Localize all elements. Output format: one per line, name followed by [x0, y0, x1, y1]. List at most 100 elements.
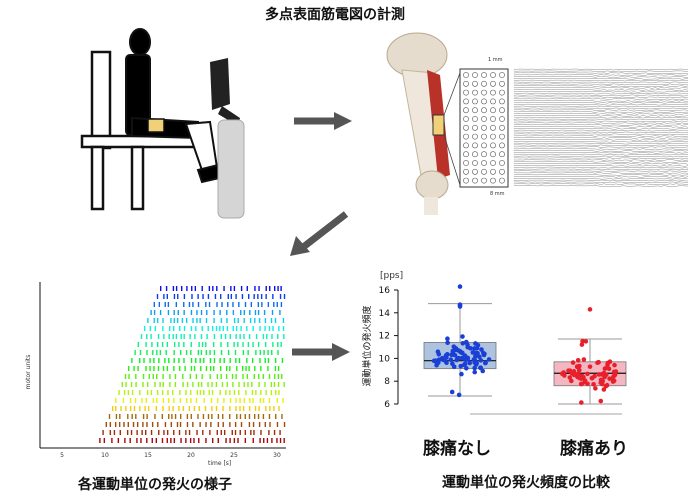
spike-mark — [222, 414, 224, 419]
spike-mark — [147, 318, 149, 323]
spike-mark — [207, 294, 210, 299]
electrode-dot — [463, 98, 469, 105]
electrode-dot — [472, 107, 478, 114]
spike-mark — [264, 382, 266, 387]
spike-mark — [222, 422, 224, 427]
spike-mark — [204, 406, 207, 411]
spike-mark — [260, 366, 262, 371]
spike-mark — [200, 366, 202, 371]
emg-trace — [513, 70, 689, 73]
electrode-dot — [472, 151, 478, 158]
electrode-dot — [499, 89, 505, 96]
spike-mark — [254, 318, 256, 323]
spike-mark — [185, 430, 187, 435]
spike-mark — [180, 334, 182, 339]
emg-trace — [513, 105, 689, 108]
spike-mark — [181, 318, 184, 323]
spike-mark — [216, 430, 218, 435]
emg-trace — [513, 122, 689, 124]
spike-mark — [133, 406, 136, 411]
spike-mark — [163, 334, 165, 339]
emg-trace — [513, 109, 689, 112]
spike-mark — [216, 374, 219, 379]
boxplot-data-point — [456, 392, 462, 398]
spike-mark — [260, 390, 262, 395]
spike-mark — [239, 398, 241, 403]
spike-mark — [163, 430, 165, 435]
spike-mark — [226, 310, 228, 315]
spike-mark — [149, 366, 151, 371]
emg-trace — [513, 87, 689, 89]
spike-mark — [167, 398, 170, 403]
spike-mark — [168, 406, 170, 411]
spike-mark — [124, 374, 127, 379]
spike-mark — [152, 374, 154, 379]
spike-mark — [208, 286, 211, 291]
boxplot-data-point — [470, 350, 476, 355]
spike-mark — [178, 358, 180, 363]
spike-mark — [273, 406, 275, 411]
spike-mark — [168, 414, 170, 419]
spike-mark — [190, 390, 192, 395]
spike-mark — [179, 390, 181, 395]
boxplot-data-point — [593, 386, 598, 391]
boxplot-data-point — [445, 340, 450, 346]
spike-mark — [238, 382, 240, 387]
boxplot-ytick-label: 12 — [379, 332, 390, 342]
spike-mark — [124, 438, 126, 443]
spike-mark — [190, 398, 192, 403]
spike-mark — [199, 318, 201, 323]
spike-mark — [213, 334, 216, 339]
spike-mark — [130, 430, 133, 435]
spike-mark — [211, 390, 214, 395]
electrode-dot — [490, 107, 496, 114]
electrode-dot — [481, 124, 487, 131]
spike-mark — [236, 414, 238, 419]
spike-mark — [237, 318, 239, 323]
spike-mark — [208, 390, 210, 395]
emg-trace — [513, 107, 689, 110]
spike-mark — [167, 302, 170, 307]
spike-mark — [265, 286, 267, 291]
spike-mark — [140, 438, 142, 443]
boxplot-caption: 運動単位の発火頻度の比較 — [442, 475, 610, 491]
raster-x-label: time [s] — [208, 460, 231, 467]
spike-mark — [254, 406, 257, 411]
spike-mark — [271, 438, 273, 443]
spike-mark — [229, 390, 231, 395]
spike-mark — [252, 438, 254, 443]
electrode-dot — [463, 151, 469, 158]
spike-mark — [206, 334, 208, 339]
spike-mark — [178, 366, 181, 371]
electrode-dot — [499, 80, 505, 87]
spike-mark — [257, 342, 260, 347]
boxplot-data-point — [613, 369, 619, 374]
spike-mark — [184, 366, 186, 371]
boxplot-data-point — [559, 371, 565, 377]
spike-mark — [109, 430, 112, 435]
spike-mark — [169, 382, 171, 387]
boxplot-data-point — [589, 375, 595, 381]
electrode-dot — [481, 151, 487, 158]
emg-trace — [513, 89, 689, 91]
spike-mark — [252, 342, 254, 347]
spike-mark — [178, 342, 180, 347]
spike-mark — [136, 422, 139, 427]
raster-xtick-label: 20 — [187, 452, 195, 459]
spike-mark — [190, 414, 192, 419]
spike-mark — [258, 374, 260, 379]
spike-mark — [270, 390, 273, 395]
boxplot-data-point — [582, 379, 588, 385]
spike-mark — [150, 334, 152, 339]
spike-mark — [200, 334, 203, 339]
spike-mark — [156, 342, 159, 347]
spike-mark — [209, 350, 211, 355]
emg-trace — [513, 172, 689, 174]
spike-mark — [142, 422, 144, 427]
spike-mark — [119, 430, 121, 435]
spike-mark — [264, 358, 266, 363]
spike-mark — [205, 342, 207, 347]
electrode-dot — [499, 142, 505, 149]
boxplot-data-point — [574, 364, 580, 370]
spike-mark — [202, 294, 204, 299]
